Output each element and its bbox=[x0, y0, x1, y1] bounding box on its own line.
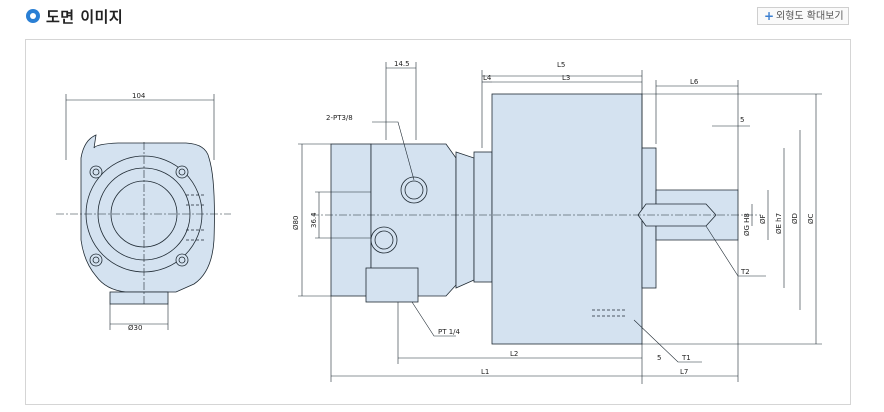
section-title: 도면 이미지 bbox=[46, 8, 124, 26]
dim-l6: L6 bbox=[690, 78, 699, 86]
dim-gh8: ØG H8 bbox=[743, 213, 751, 236]
label-pt3-8: 2-PT3/8 bbox=[326, 114, 353, 122]
dim-36-4: 36.4 bbox=[310, 212, 318, 228]
section-header: 도면 이미지 + 외형도 확대보기 bbox=[0, 0, 884, 36]
technical-drawing: 104 Ø30 14.5 L4 L5 L3 L6 5 2-PT3/8 Ø80 3… bbox=[56, 60, 822, 384]
dim-l3: L3 bbox=[562, 74, 570, 82]
dim-d80: Ø80 bbox=[292, 216, 300, 230]
front-view bbox=[80, 134, 215, 305]
dim-l5: L5 bbox=[557, 61, 565, 69]
enlarge-drawing-button[interactable]: + 외형도 확대보기 bbox=[757, 7, 849, 25]
dim-width-104: 104 bbox=[132, 92, 146, 100]
dimension-lines bbox=[56, 62, 822, 384]
dim-l7: L7 bbox=[680, 368, 688, 376]
drawing-frame: 104 Ø30 14.5 L4 L5 L3 L6 5 2-PT3/8 Ø80 3… bbox=[25, 39, 851, 405]
side-view bbox=[330, 93, 739, 345]
label-pt1-4: PT 1/4 bbox=[438, 328, 461, 336]
dim-c: ØC bbox=[807, 213, 815, 224]
enlarge-button-label: 외형도 확대보기 bbox=[776, 11, 844, 22]
dim-l4: L4 bbox=[483, 74, 492, 82]
dim-5-bottom: 5 bbox=[657, 354, 661, 362]
dim-5-top: 5 bbox=[740, 116, 744, 124]
label-t2: T2 bbox=[740, 268, 750, 276]
plus-icon: + bbox=[764, 9, 775, 23]
dim-l1: L1 bbox=[481, 368, 489, 376]
label-t1: T1 bbox=[681, 354, 691, 362]
dim-d30: Ø30 bbox=[128, 324, 142, 332]
dim-f: ØF bbox=[759, 214, 767, 224]
dim-l2: L2 bbox=[510, 350, 518, 358]
dim-d: ØD bbox=[791, 213, 799, 224]
dim-14-5: 14.5 bbox=[394, 60, 410, 68]
bullet-circle-icon bbox=[26, 9, 40, 23]
dim-eh7: ØE h7 bbox=[775, 213, 783, 234]
dimension-labels: 104 Ø30 14.5 L4 L5 L3 L6 5 2-PT3/8 Ø80 3… bbox=[128, 60, 815, 376]
